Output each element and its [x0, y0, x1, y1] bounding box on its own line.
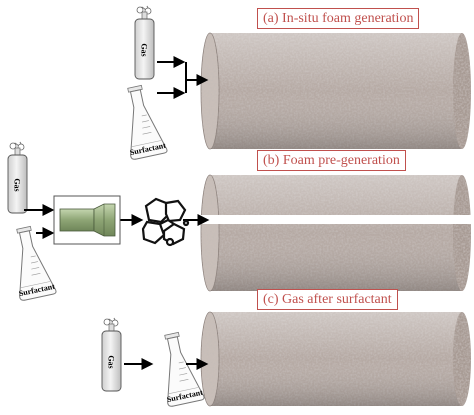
foam-generator-icon: [53, 195, 121, 245]
gas-cylinder-icon: Gas: [7, 141, 28, 214]
gas-label-a: Gas: [140, 43, 149, 56]
label-foam-pre-generation: (b) Foam pre-generation: [257, 150, 406, 171]
arrows-a: [157, 56, 209, 99]
core-c: [200, 311, 471, 407]
core-b: [200, 174, 474, 292]
erlenmeyer-flask-icon: Surfactant: [16, 225, 57, 301]
label-gas-after-surfactant: (c) Gas after surfactant: [257, 289, 398, 310]
erlenmeyer-flask-icon: Surfactant: [127, 84, 168, 160]
gas-label-c: Gas: [107, 355, 116, 368]
arrows-b: [24, 204, 210, 239]
core-b-slot: [200, 215, 474, 224]
label-in-situ-foam-generation: (a) In-situ foam generation: [257, 8, 420, 29]
gas-cylinder-icon: Gas: [101, 317, 122, 392]
gas-label-b: Gas: [13, 178, 22, 191]
erlenmeyer-flask-icon: Surfactant: [164, 331, 205, 407]
foam-bubbles-icon: [141, 197, 190, 247]
gas-cylinder-icon: Gas: [134, 5, 155, 80]
core-a: [200, 32, 471, 150]
